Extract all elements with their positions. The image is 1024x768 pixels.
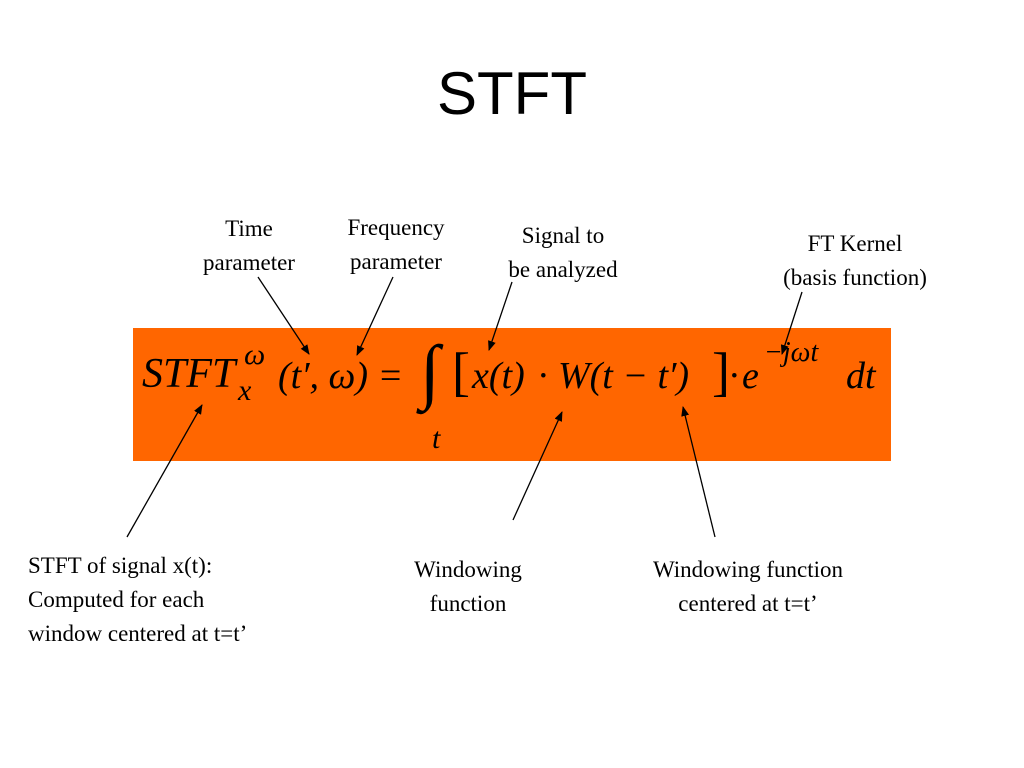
formula-bracket-open: [	[452, 342, 470, 402]
formula-exponent: −jωt	[764, 337, 819, 368]
formula-dot1: ·	[537, 355, 550, 397]
formula-bracket-close: ]	[712, 342, 730, 402]
formula-stft: STFT	[142, 351, 236, 397]
label-stft-of-signal: STFT of signal x(t): Computed for each w…	[28, 553, 248, 646]
formula-subscript-x: x	[238, 374, 252, 407]
formula-superscript-omega: ω	[244, 338, 266, 371]
formula-box	[133, 328, 891, 461]
arrow-stft-of-signal	[126, 404, 203, 538]
slide-title: STFT	[437, 60, 587, 127]
formula-dt: dt	[846, 355, 876, 397]
arrow-frequency-parameter	[356, 276, 394, 356]
formula-dot2: ·	[728, 355, 741, 397]
arrow-windowing-function-centered	[681, 406, 716, 538]
formula-window: W(t − t′)	[558, 355, 690, 397]
label-frequency-parameter: Frequency parameter	[347, 215, 445, 274]
label-ft-kernel: FT Kernel (basis function)	[783, 231, 927, 290]
arrow-ft-kernel	[780, 291, 803, 355]
formula-exp-base: e	[742, 355, 759, 397]
formula-integral-lower: t	[432, 422, 441, 455]
arrow-windowing-function	[512, 411, 563, 521]
arrow-signal	[488, 281, 513, 351]
formula-signal: x(t)	[472, 355, 525, 397]
formula-integral: ∫	[420, 331, 440, 411]
label-windowing-function-centered: Windowing function centered at t=t’	[652, 557, 844, 616]
label-signal-to-be-analyzed: Signal to be analyzed	[508, 223, 618, 282]
arrow-time-parameter	[257, 276, 310, 355]
formula-args: (t′, ω) =	[278, 355, 404, 397]
label-windowing-function: Windowing function	[414, 557, 522, 616]
label-time-parameter: Time parameter	[203, 216, 295, 275]
